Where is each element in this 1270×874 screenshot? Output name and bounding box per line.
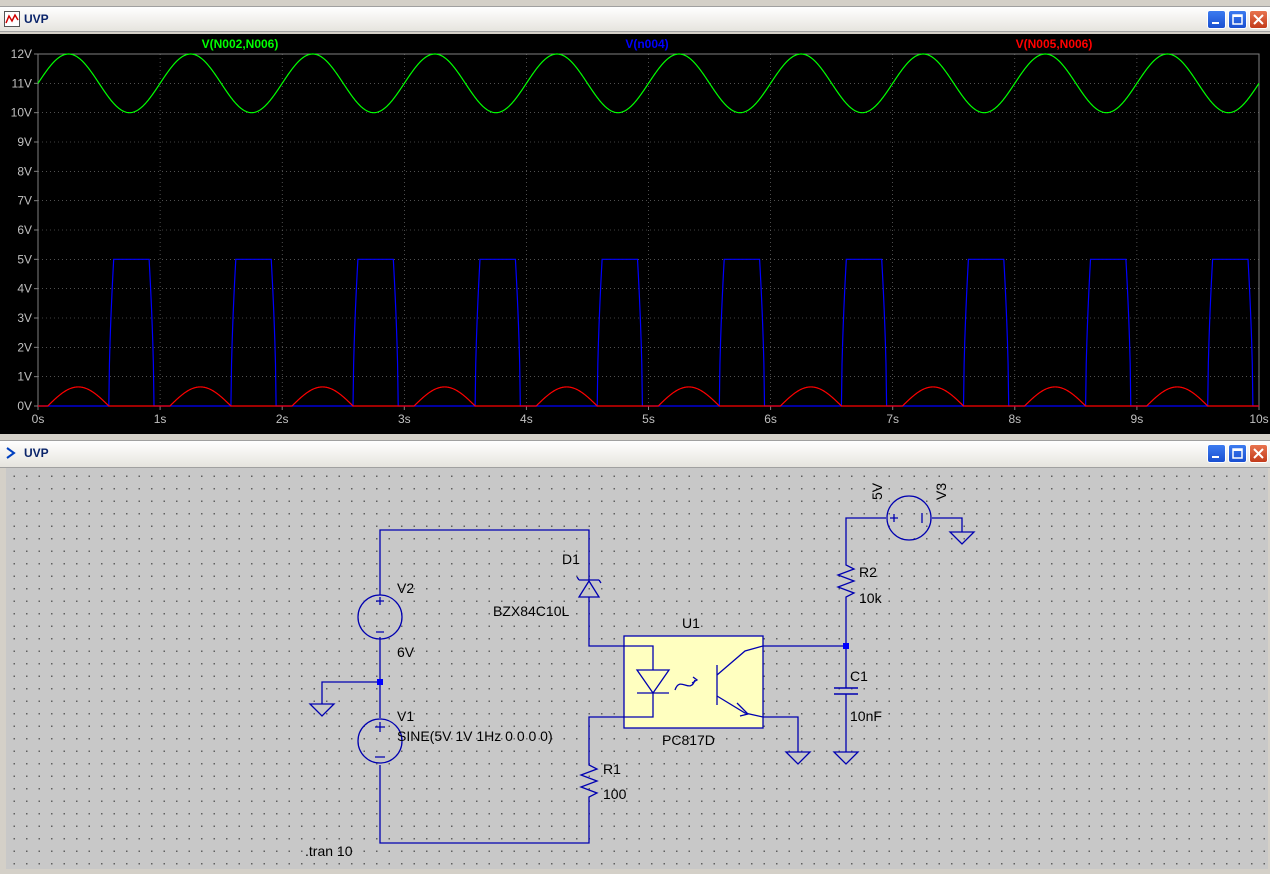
legend-label[interactable]: V(n004) <box>625 37 668 51</box>
minimize-icon <box>1212 22 1219 24</box>
capacitor-c1[interactable] <box>834 687 858 695</box>
ground-icon <box>784 751 812 765</box>
y-tick-label: 5V <box>17 252 32 266</box>
minimize-button[interactable] <box>1207 444 1226 463</box>
y-tick-label: 3V <box>17 311 32 325</box>
y-tick-label: 12V <box>11 47 32 61</box>
trace-2[interactable] <box>38 386 1259 407</box>
y-tick-label: 2V <box>17 340 32 354</box>
x-tick-label: 4s <box>520 412 533 426</box>
u1-name-label: U1 <box>682 615 700 631</box>
schematic-canvas[interactable]: V2 6V V1 SINE(5V 1V 1Hz 0 0 0 0) D1 BZX8… <box>6 468 1268 869</box>
r2-name-label: R2 <box>859 564 877 580</box>
wire-u1-emitter <box>763 716 799 752</box>
voltage-source-v2[interactable] <box>357 594 403 640</box>
schematic-window-title: UVP <box>24 446 49 460</box>
wire-v3-gnd <box>932 517 963 532</box>
x-tick-label: 7s <box>886 412 899 426</box>
wire-gnd-left <box>321 681 380 704</box>
trace-0[interactable] <box>37 53 1260 114</box>
maximize-icon <box>1232 14 1243 25</box>
x-tick-label: 1s <box>154 412 167 426</box>
r1-value-label: 100 <box>603 786 627 802</box>
x-tick-label: 6s <box>764 412 777 426</box>
y-tick-label: 4V <box>17 282 32 296</box>
schematic-icon <box>6 447 16 459</box>
y-tick-label: 9V <box>17 135 32 149</box>
v2-value-label: 6V <box>397 644 415 660</box>
schematic-window-titlebar[interactable]: UVP <box>0 440 1270 468</box>
legend-label[interactable]: V(N005,N006) <box>1016 37 1093 51</box>
wire-r1-to-u1 <box>588 716 624 760</box>
v1-name-label: V1 <box>397 708 414 724</box>
r1-name-label: R1 <box>603 761 621 777</box>
junction-dot <box>843 643 849 649</box>
waveform-chart: 0V 1V 2V 3V 4V 5V 6V 7V 8V 9V 10V 11V 12V 0s 1s 2s 3s 4s… <box>11 37 1269 426</box>
maximize-icon <box>1232 448 1243 459</box>
minimize-icon <box>1212 456 1219 458</box>
waveform-plot[interactable]: 0V 1V 2V 3V 4V 5V 6V 7V 8V 9V 10V 11V 12V 0s 1s 2s 3s 4s… <box>0 34 1270 434</box>
v1-value-label: SINE(5V 1V 1Hz 0 0 0 0) <box>397 728 553 744</box>
x-tick-label: 10s <box>1249 412 1268 426</box>
x-tick-label: 0s <box>32 412 45 426</box>
minimize-button[interactable] <box>1207 10 1226 29</box>
r2-value-label: 10k <box>859 590 883 606</box>
schematic-window: UVP <box>0 438 1270 871</box>
plot-window-titlebar[interactable]: UVP <box>0 6 1270 32</box>
v2-name-label: V2 <box>397 580 414 596</box>
voltage-source-v1[interactable] <box>357 718 403 764</box>
trace-1[interactable] <box>38 258 1259 407</box>
y-tick-label: 0V <box>17 399 32 413</box>
plot-window-title: UVP <box>24 12 49 26</box>
junction-dot <box>377 679 383 685</box>
wire-v3 <box>845 517 886 560</box>
x-tick-label: 9s <box>1131 412 1144 426</box>
y-tick-label: 6V <box>17 223 32 237</box>
voltage-source-v3[interactable] <box>886 495 932 541</box>
v3-value-label: 5V <box>869 482 885 500</box>
y-tick-label: 11V <box>12 76 32 90</box>
close-button[interactable] <box>1249 10 1268 29</box>
ground-icon <box>832 751 860 765</box>
x-tick-label: 2s <box>276 412 289 426</box>
y-tick-label: 10V <box>11 106 32 120</box>
y-tick-label: 8V <box>17 164 32 178</box>
close-button[interactable] <box>1249 444 1268 463</box>
y-tick-label: 1V <box>17 370 32 384</box>
optocoupler-u1[interactable] <box>623 635 764 729</box>
wire-top-loop <box>379 529 590 595</box>
close-icon <box>1253 448 1264 459</box>
v3-name-label: V3 <box>933 483 949 500</box>
c1-value-label: 10nF <box>850 708 882 724</box>
x-tick-label: 8s <box>1008 412 1021 426</box>
zener-diode-d1[interactable] <box>576 575 602 600</box>
waveform-icon <box>4 11 20 27</box>
plot-window: UVP 0V 1V 2V 3V 4V 5V 6V 7V 8V 9V 10V 11V 12V 0s 1s 2s… <box>0 0 1270 436</box>
d1-name-label: D1 <box>562 551 580 567</box>
wire-d1-to-u1 <box>588 600 624 647</box>
tran-directive[interactable]: .tran 10 <box>305 843 353 859</box>
x-tick-label: 5s <box>642 412 655 426</box>
maximize-button[interactable] <box>1228 444 1247 463</box>
y-tick-label: 7V <box>17 194 32 208</box>
maximize-button[interactable] <box>1228 10 1247 29</box>
resistor-r2[interactable] <box>836 560 856 606</box>
ground-icon <box>948 531 976 545</box>
wire-bottom-loop <box>379 765 590 844</box>
ground-icon <box>308 703 336 717</box>
close-icon <box>1253 14 1264 25</box>
c1-name-label: C1 <box>850 668 868 684</box>
legend-label[interactable]: V(N002,N006) <box>202 37 279 51</box>
x-tick-label: 3s <box>398 412 411 426</box>
d1-value-label: BZX84C10L <box>493 603 569 619</box>
circuit-diagram: V2 6V V1 SINE(5V 1V 1Hz 0 0 0 0) D1 BZX8… <box>305 482 976 859</box>
resistor-r1[interactable] <box>579 760 599 802</box>
u1-value-label: PC817D <box>662 732 715 748</box>
